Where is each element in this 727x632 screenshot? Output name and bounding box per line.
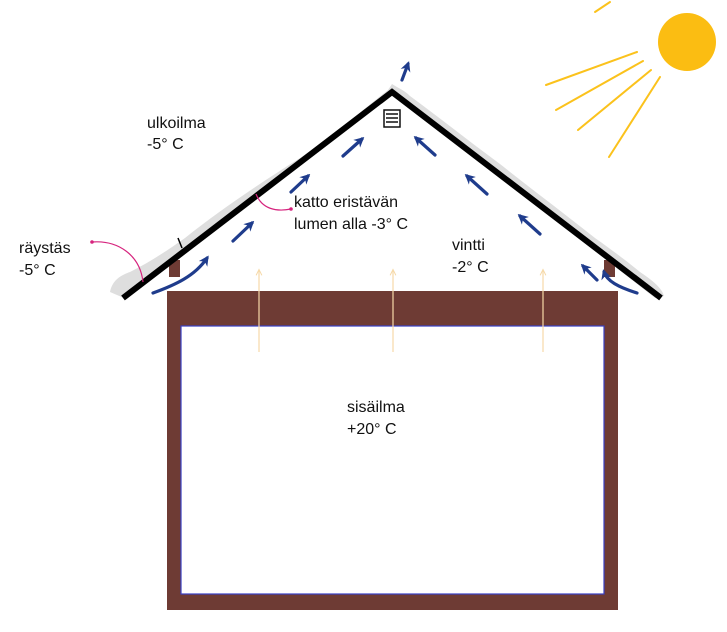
eave-tick [177,237,183,249]
airflow-arrow-ridge-out [400,61,411,82]
roof [121,88,663,301]
pointer-roof-snow [255,193,292,211]
airflow-arrow [341,136,365,158]
label-outdoor-air: ulkoilma -5° C [147,115,210,153]
airflow-arrow [231,220,255,243]
label-indoor-air: sisäilma +20° C [347,399,409,438]
label-attic: vintti -2° C [452,237,489,276]
eave-block-right [604,260,615,277]
airflow-arrow [580,263,599,282]
airflow-arrow-eave-right [601,269,639,295]
room-interior [180,325,605,595]
airflow-arrow [289,173,311,194]
airflow-arrow [413,135,437,157]
heat-arrows [259,271,543,352]
airflow-arrow [517,213,542,236]
label-eaves: räystäs -5° C [19,240,75,279]
airflow-arrow-eave-left [151,255,209,295]
sun-icon [658,13,716,71]
label-roof-under-snow: katto eristävän lumen alla -3° C [294,194,408,233]
eave-block-left [169,260,180,277]
airflow-arrows [151,61,639,295]
pointer-lines [90,193,293,283]
sun-rays [545,1,661,158]
vent-grille-icon [383,109,401,128]
pointer-eaves [91,241,144,283]
airflow-arrow [464,173,489,196]
